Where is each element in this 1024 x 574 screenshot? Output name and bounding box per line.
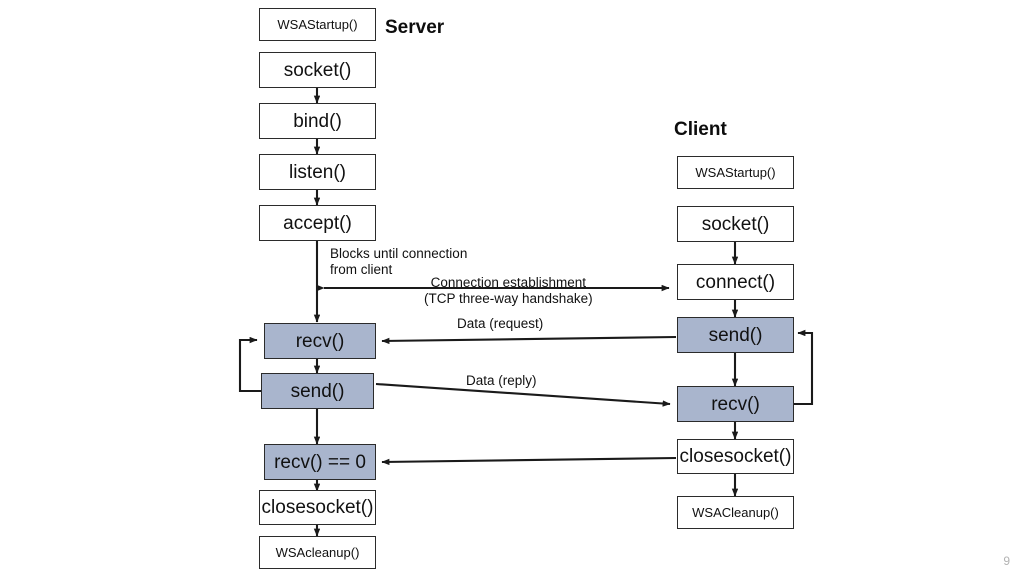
- node-cli-wsacleanup[interactable]: WSACleanup(): [677, 496, 794, 529]
- label-connection-establishment: Connection establishment (TCP three-way …: [424, 275, 593, 308]
- label-blocks-line1: Blocks until connection: [330, 246, 468, 261]
- label-handshake-line2: (TCP three-way handshake): [424, 291, 593, 307]
- node-srv-socket[interactable]: socket(): [259, 52, 376, 88]
- edge-close-to-recv0: [381, 456, 677, 466]
- node-srv-accept[interactable]: accept(): [259, 205, 376, 241]
- node-srv-send[interactable]: send(): [261, 373, 374, 409]
- node-cli-send[interactable]: send(): [677, 317, 794, 353]
- node-srv-recv[interactable]: recv(): [264, 323, 376, 359]
- label-blocks-until-connection: Blocks until connection from client: [330, 246, 467, 279]
- column-heading-client: Client: [674, 119, 727, 140]
- node-srv-listen[interactable]: listen(): [259, 154, 376, 190]
- node-srv-closesocket[interactable]: closesocket(): [259, 490, 376, 525]
- node-srv-recv-equals-zero[interactable]: recv() == 0: [264, 444, 376, 480]
- node-cli-connect[interactable]: connect(): [677, 264, 794, 300]
- node-srv-wsacleanup[interactable]: WSAcleanup(): [259, 536, 376, 569]
- node-cli-recv[interactable]: recv(): [677, 386, 794, 422]
- label-handshake-line1: Connection establishment: [430, 275, 586, 290]
- page-number: 9: [1003, 554, 1010, 568]
- label-data-reply: Data (reply): [466, 373, 537, 388]
- label-blocks-line2: from client: [330, 262, 393, 278]
- node-srv-bind[interactable]: bind(): [259, 103, 376, 139]
- edge-data-request: [381, 335, 677, 345]
- node-cli-wsastartup[interactable]: WSAStartup(): [677, 156, 794, 189]
- edge-srv-loop-send-to-recv: [238, 336, 262, 393]
- node-srv-wsastartup[interactable]: WSAStartup(): [259, 8, 376, 41]
- label-data-request: Data (request): [457, 316, 544, 331]
- node-cli-socket[interactable]: socket(): [677, 206, 794, 242]
- column-heading-server: Server: [385, 17, 445, 38]
- node-cli-closesocket[interactable]: closesocket(): [677, 439, 794, 474]
- edge-cli-loop-recv-to-send: [793, 329, 814, 406]
